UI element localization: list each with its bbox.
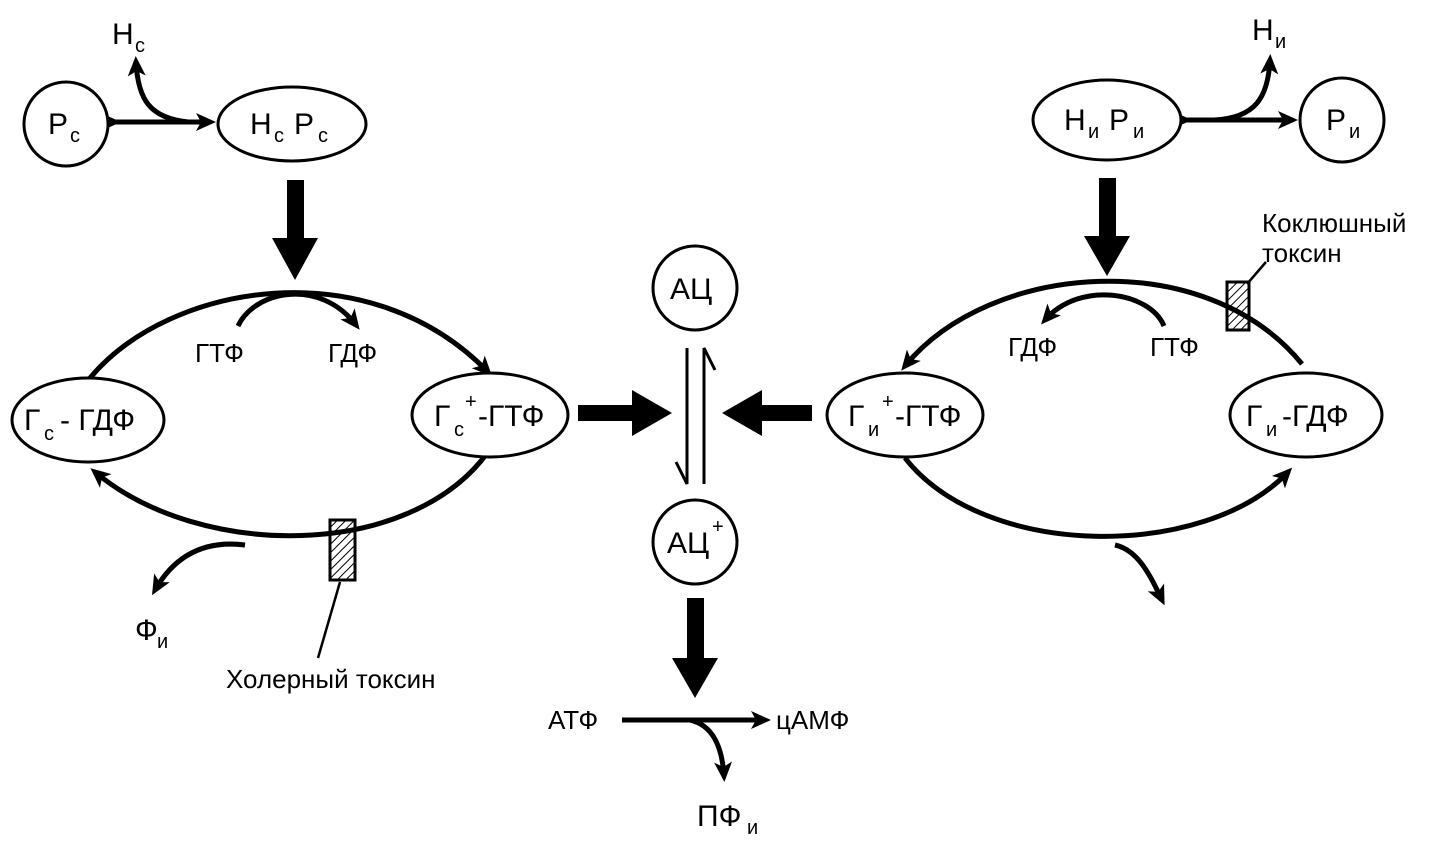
hs-release-arrow xyxy=(127,56,189,125)
pi-label: Ф и xyxy=(135,614,168,653)
ppi-label: ПФ и xyxy=(697,800,758,839)
svg-text:с: с xyxy=(274,125,284,147)
cholera-toxin-label: Холерный токсин xyxy=(226,664,435,694)
svg-text:Н: Н xyxy=(1064,104,1086,137)
ri-node: Р и xyxy=(1298,76,1386,164)
svg-text:Г: Г xyxy=(1246,400,1262,433)
hsrs-node: Н с Р с xyxy=(216,85,368,163)
svg-text:с: с xyxy=(70,125,80,147)
svg-text:с: с xyxy=(318,125,328,147)
svg-text:и: и xyxy=(1133,121,1144,143)
right-gdf-label: ГДФ xyxy=(1008,332,1057,362)
left-cycle-bottom-arc xyxy=(90,450,491,539)
left-pi-arrow xyxy=(152,541,246,596)
gi-gdf-node: Г и -ГДФ xyxy=(1228,371,1384,459)
right-gtp-gdp-arrow xyxy=(1041,292,1167,328)
pertussis-toxin-pointer xyxy=(1246,261,1267,285)
cholera-toxin-pointer xyxy=(316,581,342,659)
left-gtp-gdp-arrow xyxy=(235,291,360,330)
ac-node: АЦ xyxy=(651,244,739,332)
right-cycle-top-arc xyxy=(901,278,1304,371)
svg-text:АЦ: АЦ xyxy=(667,527,709,560)
rs-node: Р с xyxy=(22,80,110,168)
camf-label: цАМФ xyxy=(776,705,849,735)
svg-text:и: и xyxy=(1088,121,1099,143)
hi-release-arrow xyxy=(1213,54,1279,123)
right-gtf-label: ГТФ xyxy=(1150,332,1199,362)
gs-gtf-node: Г с + -ГТФ xyxy=(410,371,570,459)
svg-text:Г: Г xyxy=(848,400,864,433)
svg-text:АЦ: АЦ xyxy=(670,273,712,306)
svg-text:и: и xyxy=(1275,31,1286,53)
svg-text:Р: Р xyxy=(1326,104,1346,137)
left-cycle-top-arc xyxy=(88,290,493,380)
svg-text:-ГТФ: -ГТФ xyxy=(895,400,961,433)
svg-text:Р: Р xyxy=(1109,104,1129,137)
svg-text:и: и xyxy=(747,817,758,839)
svg-text:Н: Н xyxy=(250,108,272,141)
svg-text:-ГДФ: -ГДФ xyxy=(1282,400,1349,433)
right-activation-arrow xyxy=(1084,178,1130,276)
svg-text:- ГДФ: - ГДФ xyxy=(60,404,135,437)
left-gdf-label: ГДФ xyxy=(328,338,377,368)
gi-gtf-node: Г и + -ГТФ xyxy=(825,371,985,459)
svg-text:с: с xyxy=(44,423,54,445)
hiri-node: Н и Р и xyxy=(1031,78,1183,162)
svg-text:-ГТФ: -ГТФ xyxy=(478,400,544,433)
ac-plus-down-arrow xyxy=(672,598,718,698)
pertussis-toxin-label-line2: токсин xyxy=(1262,238,1342,268)
gs-gdf-node: Г с - ГДФ xyxy=(10,376,166,464)
hi-label: Н и xyxy=(1252,14,1286,53)
pertussis-toxin-label-line1: Коклюшный xyxy=(1262,208,1406,238)
svg-text:Г: Г xyxy=(434,400,450,433)
ac-reverse-half-arrow xyxy=(702,347,717,484)
left-gtf-label: ГТФ xyxy=(195,338,244,368)
right-pi-arrow xyxy=(1114,542,1165,606)
svg-text:+: + xyxy=(882,391,894,413)
svg-text:и: и xyxy=(157,631,168,653)
svg-text:с: с xyxy=(454,419,464,441)
svg-text:ПФ: ПФ xyxy=(697,800,741,833)
svg-text:и: и xyxy=(1349,121,1360,143)
svg-text:с: с xyxy=(135,35,145,57)
svg-text:Н: Н xyxy=(1252,14,1274,47)
svg-text:Р: Р xyxy=(294,108,314,141)
ac-plus-node: АЦ + xyxy=(651,498,739,586)
hs-label: Н с xyxy=(112,18,145,57)
svg-text:Г: Г xyxy=(24,404,40,437)
svg-text:Р: Р xyxy=(48,108,68,141)
cholera-toxin-block xyxy=(328,518,357,582)
svg-text:и: и xyxy=(1266,419,1277,441)
svg-text:и: и xyxy=(868,419,879,441)
pertussis-toxin-block xyxy=(1225,280,1251,332)
right-cycle-bottom-arc xyxy=(903,456,1293,539)
ac-forward-half-arrow xyxy=(674,348,689,485)
gs-to-ac-arrow xyxy=(578,390,672,436)
atf-label: АТФ xyxy=(548,705,598,735)
gi-to-ac-arrow xyxy=(722,390,812,436)
svg-text:Н: Н xyxy=(112,18,134,51)
svg-text:Ф: Ф xyxy=(135,614,158,647)
svg-text:+: + xyxy=(712,516,724,538)
ppi-release-arrow xyxy=(689,717,733,782)
svg-text:+: + xyxy=(465,391,477,413)
left-activation-arrow xyxy=(272,180,318,280)
